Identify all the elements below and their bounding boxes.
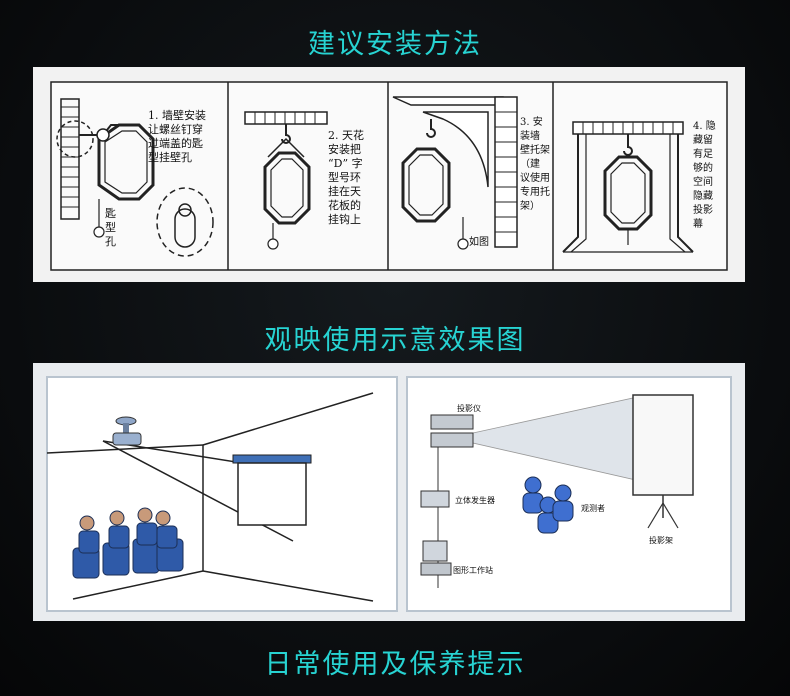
step1-hole-label-1: 匙	[105, 207, 116, 220]
step4-line-5: 空间	[693, 175, 713, 188]
step2-line-1: 2. 天花	[328, 129, 364, 142]
heading-daily-care-tips: 日常使用及保养提示	[264, 649, 526, 680]
tripod-screen	[632, 394, 694, 496]
step2-line-6: 花板的	[328, 198, 361, 212]
step3-line-4: （建	[520, 157, 540, 170]
step1-hole-label-2: 型	[105, 220, 116, 234]
step3-line-7: 架）	[520, 200, 540, 212]
step1-line-2: 让螺丝钉穿	[148, 122, 203, 136]
step1-hole-label-3: 孔	[105, 235, 116, 248]
label-stereo-generator: 立体发生器	[455, 495, 495, 505]
step3-line-3: 壁托架	[520, 143, 550, 156]
viewer-figures	[522, 476, 574, 534]
step4-line-8: 幕	[693, 217, 703, 230]
label-screen-stand: 投影架	[649, 535, 673, 545]
step1-illustration: 1. 墙壁安装 让螺丝钉穿 过端盖的匙 型挂壁孔 匙 型 孔	[56, 98, 214, 257]
step2-line-3: “D” 字	[328, 156, 363, 170]
stereo-generator	[420, 490, 450, 508]
step1-line-3: 过端盖的匙	[148, 136, 203, 150]
heading-install-methods: 建议安装方法	[308, 29, 482, 60]
step4-illustration: 4. 隐 藏留 有足 够的 空间 隐藏 投影 幕	[562, 120, 716, 253]
install-diagram-panel: 1. 墙壁安装 让螺丝钉穿 过端盖的匙 型挂壁孔 匙 型 孔 2. 天花	[33, 67, 745, 282]
step3-line-1: 3. 安	[520, 115, 543, 128]
step2-line-2: 安装把	[328, 142, 361, 156]
audience-figures	[72, 507, 184, 579]
step3-line-5: 议使用	[520, 171, 550, 184]
viewing-illustration-panel: 投影仪 立体发生器 观测者 图形工作站 投影架	[33, 363, 745, 621]
step4-line-1: 4. 隐	[693, 120, 716, 132]
viewing-illustration: 投影仪 立体发生器 观测者 图形工作站 投影架	[46, 376, 732, 612]
projector-top	[430, 414, 474, 430]
step1-line-4: 型挂壁孔	[148, 150, 192, 164]
step2-line-5: 挂在天	[328, 184, 361, 198]
heading-viewing-illustration: 观映使用示意效果图	[264, 325, 526, 356]
step1-line-1: 1. 墙壁安装	[148, 108, 206, 122]
room-projection-screen	[232, 454, 312, 526]
label-workstation: 图形工作站	[453, 565, 493, 575]
step2-line-7: 挂钩上	[328, 212, 361, 226]
step3-line-2: 装墙	[520, 129, 540, 142]
ceiling-projector	[112, 416, 142, 446]
step4-line-2: 藏留	[693, 133, 713, 146]
projector-bottom	[430, 432, 474, 448]
step2-illustration: 2. 天花 安装把 “D” 字 型号环 挂在天 花板的 挂钩上	[244, 111, 364, 250]
step4-line-6: 隐藏	[693, 190, 713, 202]
step4-line-4: 够的	[693, 161, 713, 174]
install-diagram: 1. 墙壁安装 让螺丝钉穿 过端盖的匙 型挂壁孔 匙 型 孔 2. 天花	[50, 81, 728, 271]
projection-schematic: 投影仪 立体发生器 观测者 图形工作站 投影架	[420, 394, 694, 588]
step4-line-7: 投影	[693, 203, 713, 216]
label-projector: 投影仪	[457, 403, 481, 413]
step3-illustration: 3. 安 装墙 壁托架 （建 议使用 专用托 架） 如图	[392, 96, 550, 250]
step3-line-6: 专用托	[520, 185, 550, 198]
step4-line-3: 有足	[693, 147, 713, 160]
workstation-monitor	[422, 540, 448, 562]
step3-note: 如图	[469, 235, 489, 248]
step2-line-4: 型号环	[328, 170, 361, 184]
label-viewers: 观测者	[581, 504, 605, 513]
